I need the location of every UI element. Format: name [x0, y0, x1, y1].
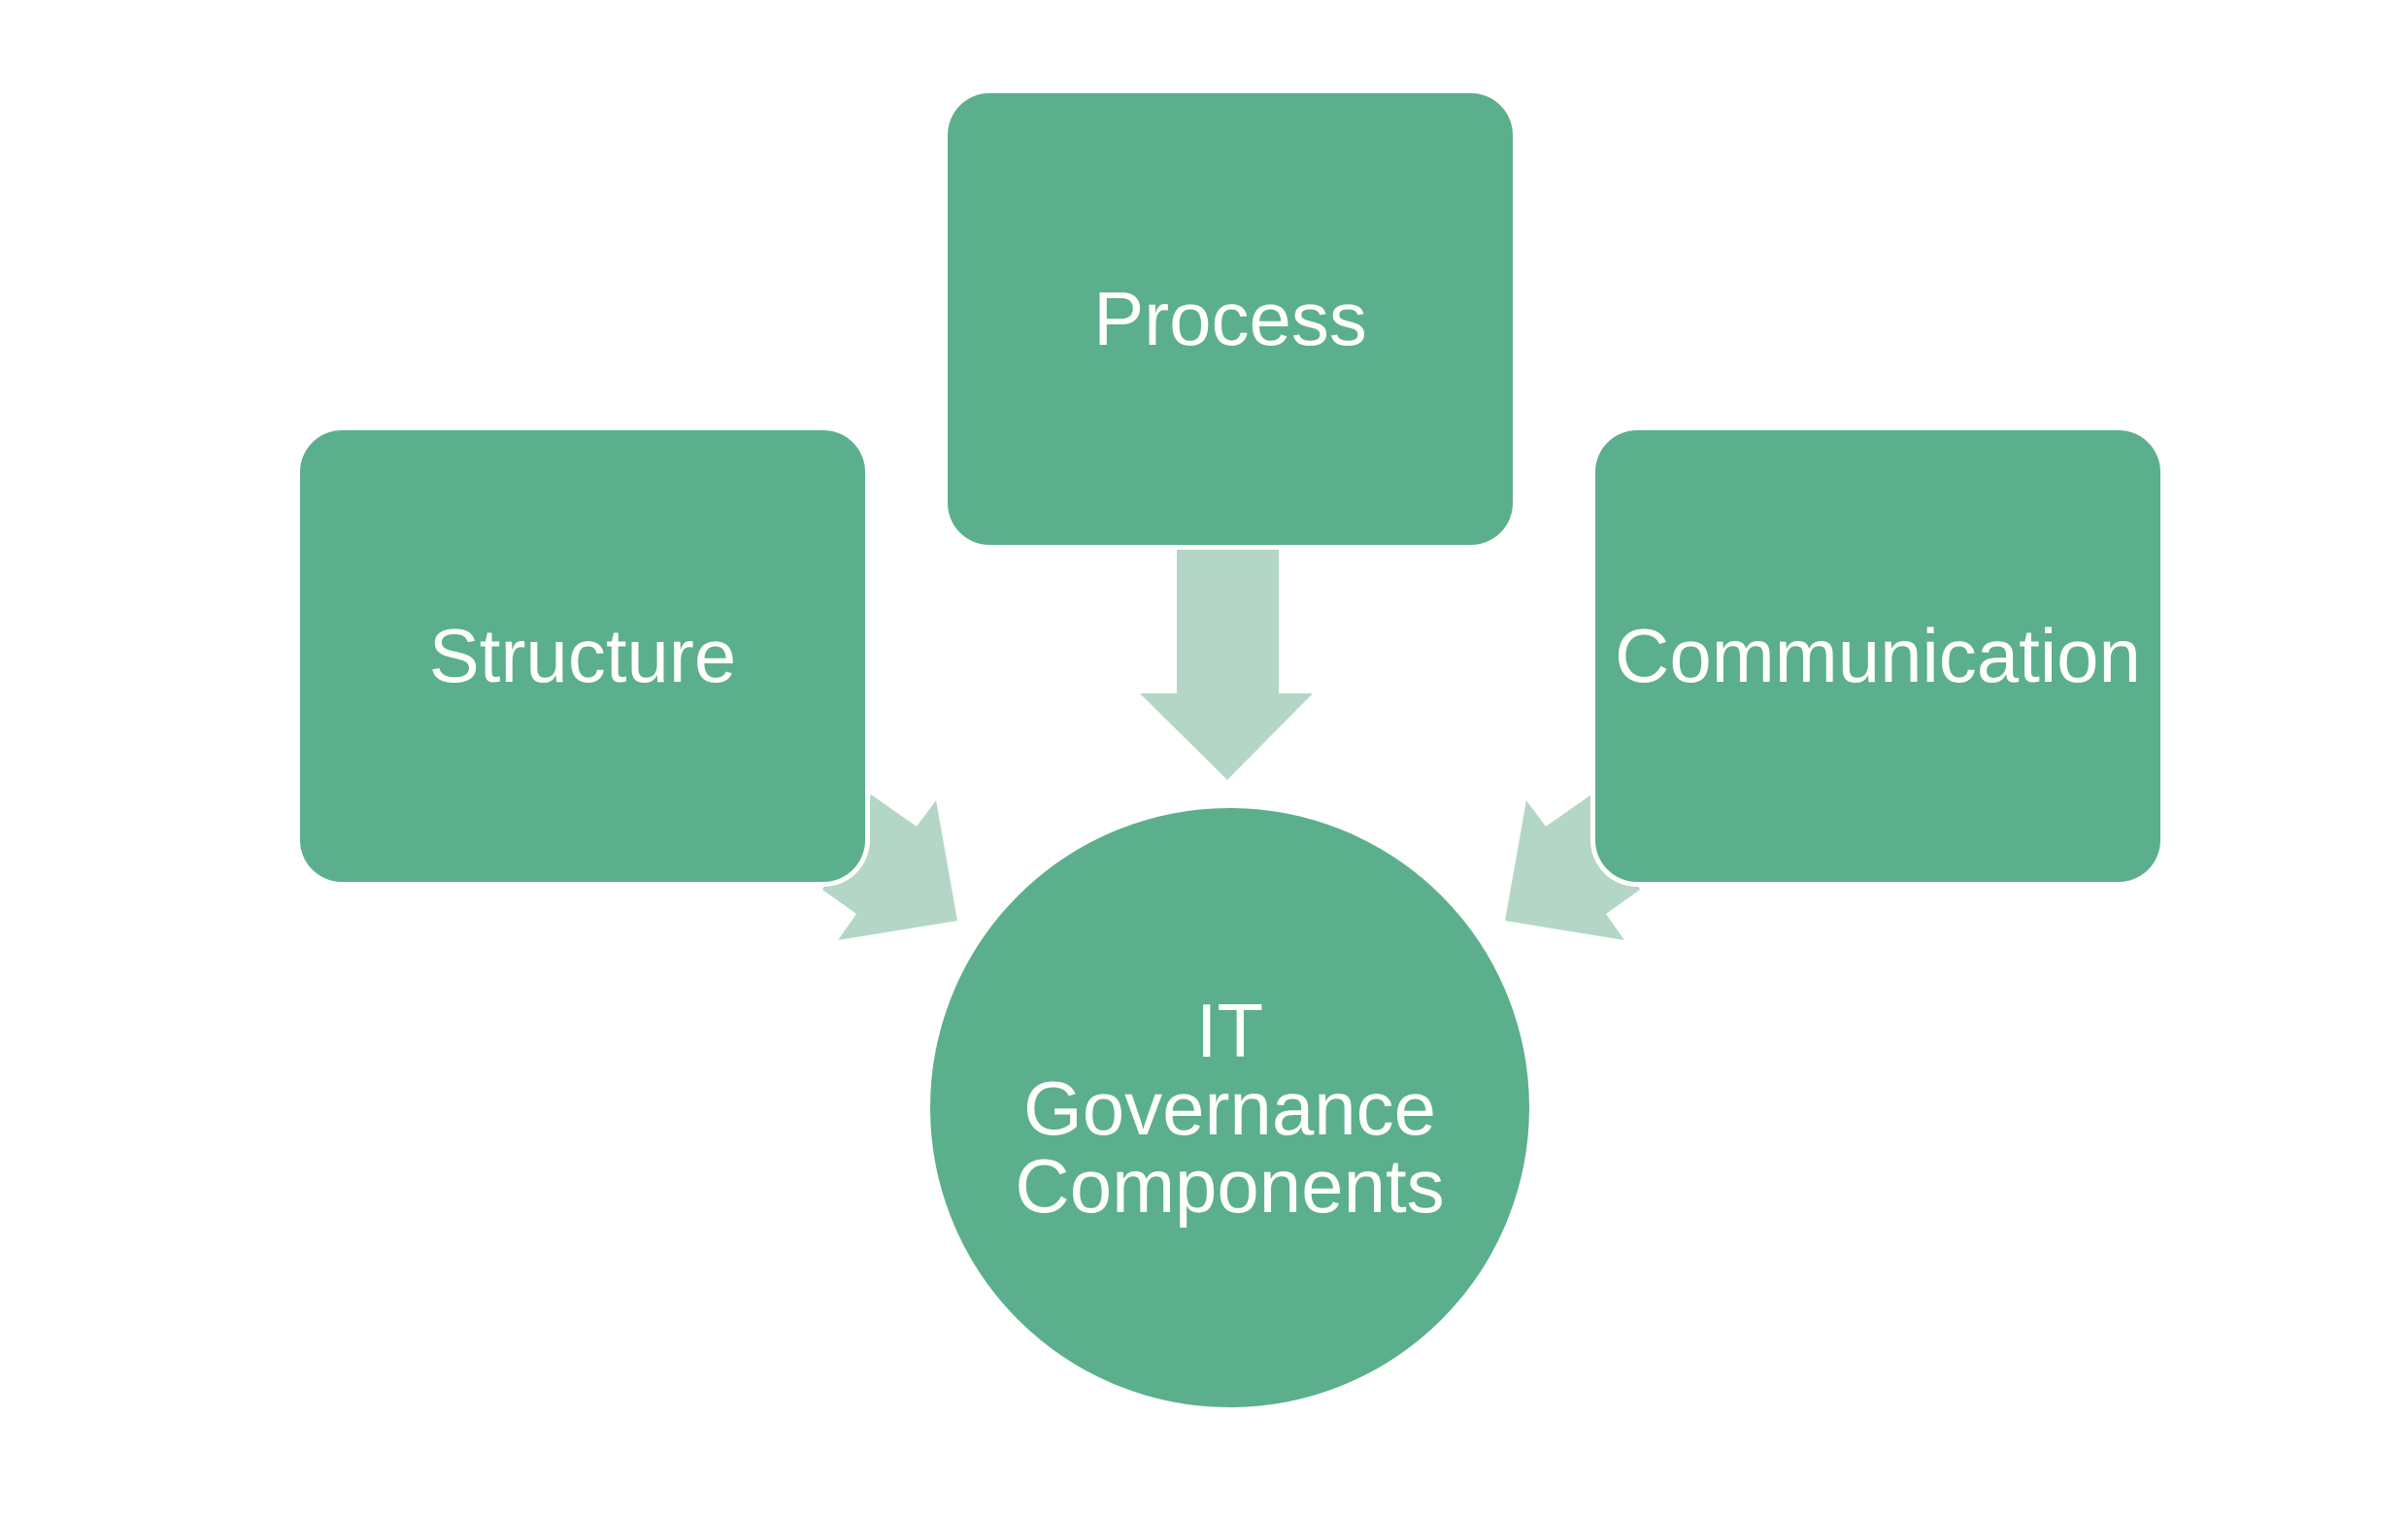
- hub-label-line-1: IT: [1195, 987, 1264, 1073]
- hub-label-line-2: Governance: [1023, 1064, 1436, 1151]
- hub-label-line-3: Components: [1015, 1142, 1445, 1229]
- node-process-label: Process: [1093, 276, 1367, 361]
- node-communication: Communication: [1590, 425, 2165, 887]
- arrow-process-to-hub-icon: [1140, 550, 1313, 780]
- node-communication-label: Communication: [1615, 613, 2141, 698]
- node-structure: Structure: [295, 425, 870, 887]
- node-process: Process: [943, 88, 1518, 550]
- hub-it-governance-components: IT Governance Components: [925, 803, 1534, 1412]
- node-structure-label: Structure: [428, 613, 737, 698]
